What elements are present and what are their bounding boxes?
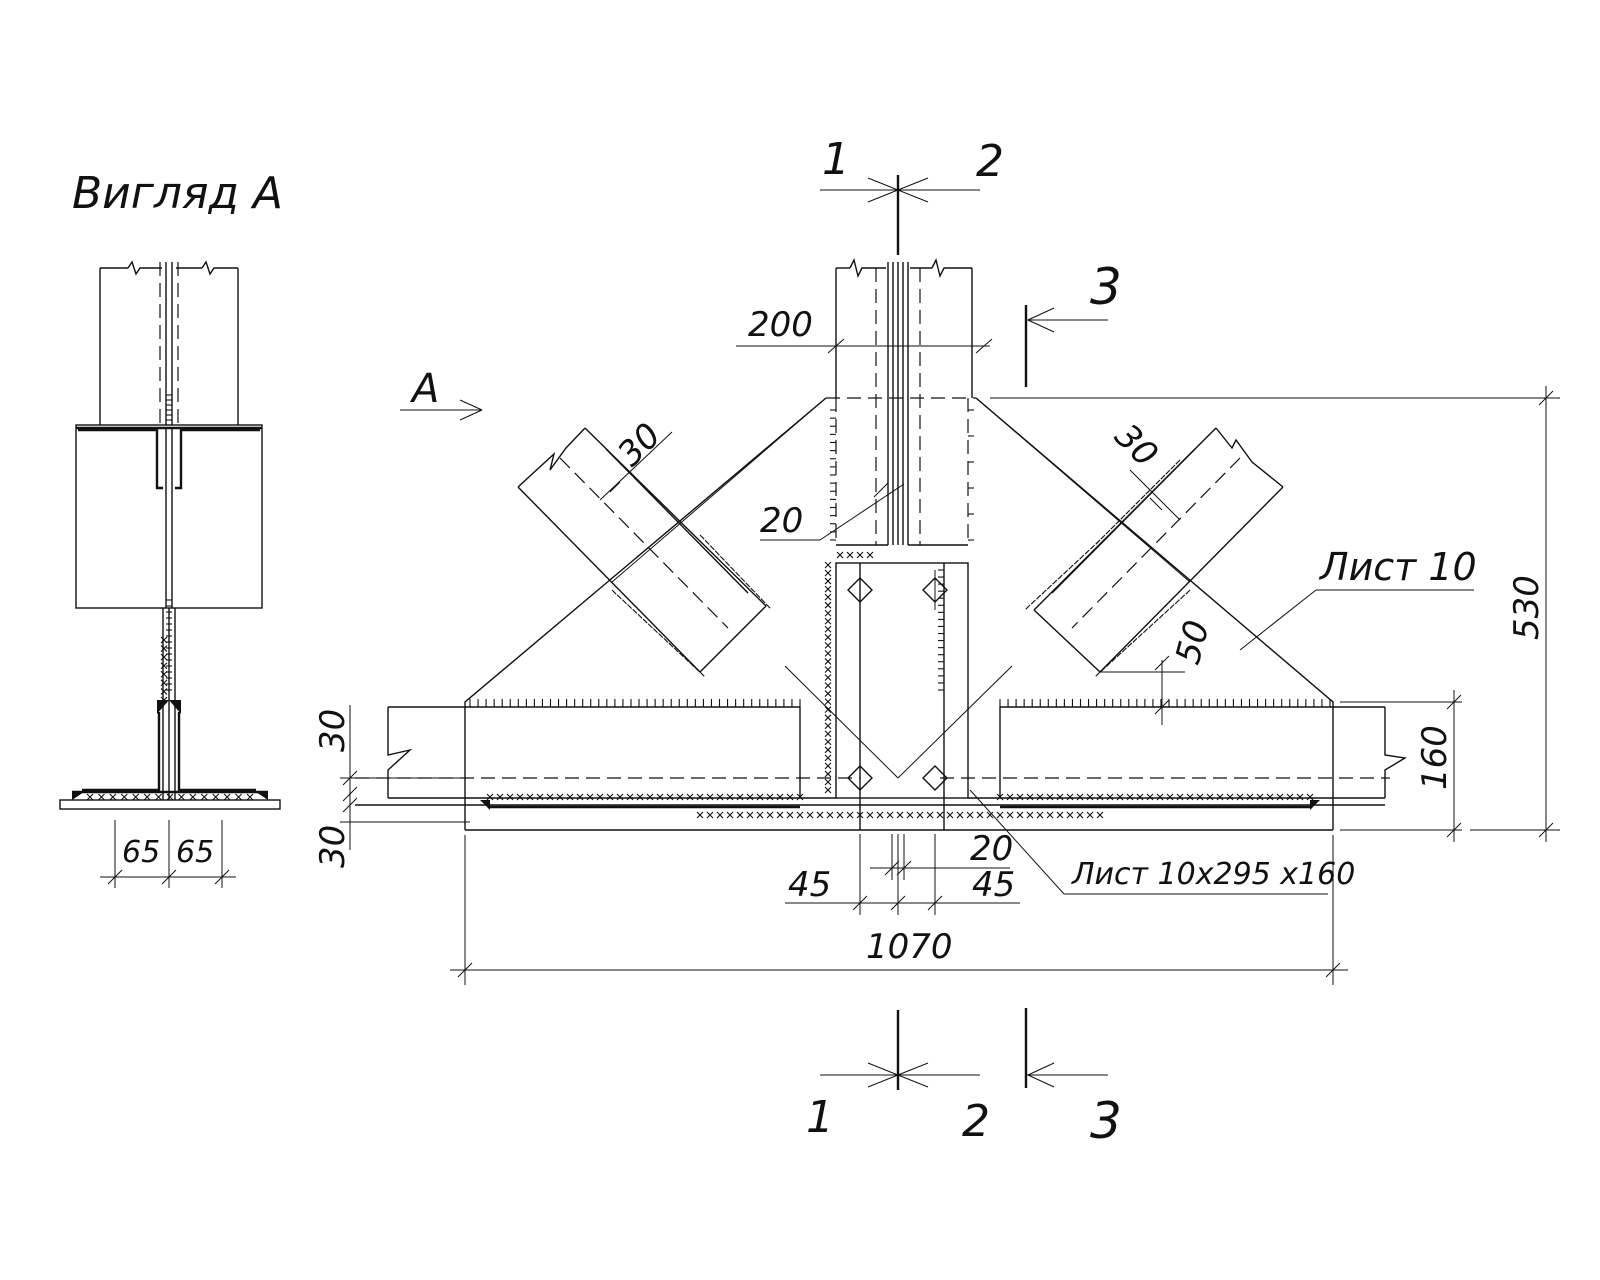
weld-left-diag-a xyxy=(699,534,771,609)
weld-view-a-stem xyxy=(160,636,168,704)
bottom-chord-right xyxy=(940,706,1408,799)
section-3-top: 3 xyxy=(1090,258,1122,316)
weld-post-left xyxy=(830,409,836,541)
weld-splice-left xyxy=(824,561,832,794)
dim-65-right: 65 xyxy=(176,835,214,870)
weld-base-left xyxy=(486,793,804,801)
weld-left-diag-b xyxy=(611,589,705,677)
section-1-top: 1 xyxy=(822,134,850,185)
dim-20-bottom-label: 20 xyxy=(970,829,1013,869)
section-marks-top: 1 2 3 xyxy=(820,134,1122,387)
bolt-top-left xyxy=(847,570,873,610)
weld-view-a-base xyxy=(86,793,254,801)
weld-chord-left xyxy=(469,699,801,707)
weld-right-diag-a xyxy=(1025,539,1101,610)
weld-marks xyxy=(86,394,1331,819)
bottom-chord-left xyxy=(355,706,860,799)
view-a-drawing: Вигляд А xyxy=(59,168,283,888)
dim-65-left: 65 xyxy=(122,835,160,870)
dim-30-lower-label: 30 xyxy=(313,825,353,868)
dim-530: 530 xyxy=(990,386,1560,842)
view-a-gusset-block xyxy=(75,424,263,609)
dim-30-upper-label: 30 xyxy=(313,709,353,752)
weld-splice-right xyxy=(938,569,944,691)
main-node-drawing: 1 2 3 А xyxy=(86,134,1560,1150)
section-2-top: 2 xyxy=(976,136,1004,187)
view-a-base-plate xyxy=(59,790,281,810)
dim-30-left-diag-label: 30 xyxy=(610,415,669,474)
view-a-upper-member xyxy=(99,260,239,425)
bolt-bottom-left xyxy=(847,765,873,791)
dim-20-web: 20 xyxy=(760,482,905,541)
weld-chord-right xyxy=(999,699,1331,707)
bottom-flange-lines xyxy=(355,800,1385,810)
sheet-10-label: Лист 10 xyxy=(1318,545,1477,589)
dim-45-left-label: 45 xyxy=(788,865,831,905)
label-sheet-10: Лист 10 xyxy=(1239,545,1477,651)
dim-50-label: 50 xyxy=(1168,616,1218,668)
dim-530-label: 530 xyxy=(1507,575,1547,640)
arrow-a-label: А xyxy=(409,366,439,412)
weld-base-center xyxy=(696,811,1104,819)
splice-plate xyxy=(784,562,1013,830)
gusset-plate xyxy=(464,397,1334,831)
vertical-member xyxy=(835,257,973,546)
dim-1070: 1070 xyxy=(450,835,1348,985)
dim-20-bottom: 20 xyxy=(870,829,1013,880)
right-diagonal-member xyxy=(975,397,1284,673)
dim-45-right-label: 45 xyxy=(972,865,1015,905)
section-2-bottom: 2 xyxy=(962,1096,990,1147)
dim-50: 50 xyxy=(1100,616,1218,725)
weld-view-a-upper xyxy=(166,394,172,426)
weld-right-diag-c xyxy=(1095,459,1181,545)
weld-base-right xyxy=(996,793,1314,801)
dim-160: 160 xyxy=(1340,690,1462,842)
dim-160-label: 160 xyxy=(1415,725,1455,790)
weld-splice-top xyxy=(836,551,874,559)
dim-1070-label: 1070 xyxy=(866,927,953,967)
dim-200-label: 200 xyxy=(748,305,813,345)
dim-30-left-diag: 30 xyxy=(599,415,673,501)
dim-30-left: 30 30 xyxy=(313,705,470,868)
section-3-bottom: 3 xyxy=(1090,1092,1122,1150)
dim-20-web-label: 20 xyxy=(760,501,803,541)
weld-right-diag-b xyxy=(1095,589,1191,677)
dim-30-right-diag: 30 xyxy=(1107,416,1181,521)
dim-200: 200 xyxy=(736,305,993,354)
section-1-bottom: 1 xyxy=(806,1092,834,1143)
bolt-bottom-right xyxy=(922,765,948,791)
view-a-dim-65: 65 65 xyxy=(100,820,236,888)
view-arrow-a: А xyxy=(400,366,483,421)
sheet-plate-label: Лист 10x295 x160 xyxy=(1071,857,1355,892)
dim-45: 45 45 xyxy=(785,834,1020,915)
weld-post-right xyxy=(968,409,974,541)
section-marks-bottom: 1 2 3 xyxy=(806,1008,1122,1150)
dim-30-right-diag-label: 30 xyxy=(1107,416,1166,475)
view-a-stem xyxy=(82,608,256,800)
weld-view-a-lower xyxy=(166,599,172,691)
left-diagonal-member xyxy=(517,397,827,673)
label-sheet-plate: Лист 10x295 x160 xyxy=(969,789,1355,895)
view-a-title: Вигляд А xyxy=(72,168,283,219)
bolt-top-right xyxy=(922,570,948,610)
